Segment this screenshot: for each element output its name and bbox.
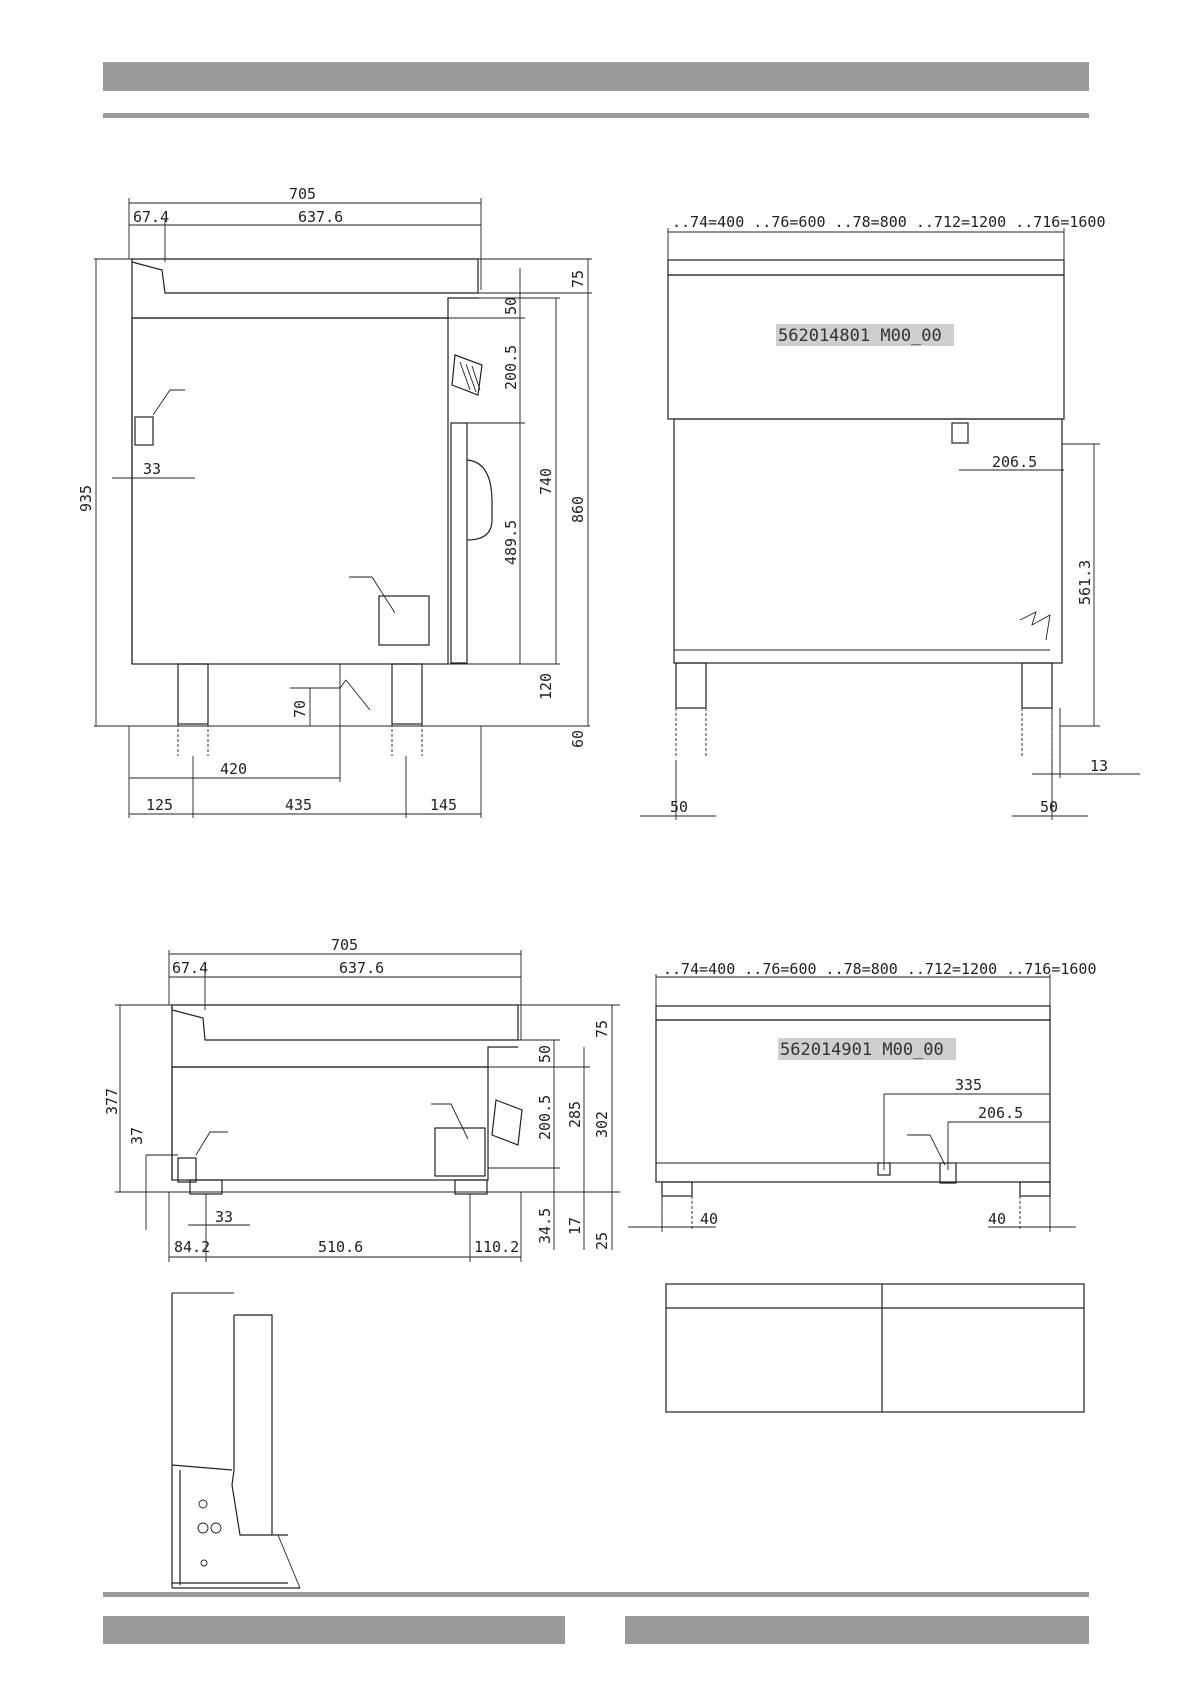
code-bottom-front: 562014901 M00_00 [780, 1040, 944, 1060]
dim-302: 302 [593, 1111, 611, 1138]
dim-125: 125 [146, 796, 173, 814]
footer-rule [103, 1592, 1089, 1597]
side-view-low: 705 67.4 637.6 377 37 33 75 50 200.5 285… [103, 936, 620, 1262]
dim-561-3: 561.3 [1076, 560, 1094, 605]
dim-40-left: 40 [700, 1210, 718, 1228]
dim-60: 60 [569, 730, 587, 748]
dim-200-5-b: 200.5 [536, 1095, 554, 1140]
dim-17: 17 [566, 1217, 584, 1235]
dim-637-6: 637.6 [298, 208, 343, 226]
dim-637-6-b: 637.6 [339, 959, 384, 977]
code-highlight-top [776, 324, 954, 346]
dim-67-4-b: 67.4 [172, 959, 208, 977]
dim-510-6: 510.6 [318, 1238, 363, 1256]
footer-bar-right [625, 1616, 1089, 1644]
dim-435: 435 [285, 796, 312, 814]
empty-table [665, 1283, 1085, 1413]
dim-75-b: 75 [593, 1020, 611, 1038]
code-highlight-bottom [778, 1038, 956, 1060]
dim-705-b: 705 [331, 936, 358, 954]
dim-50-b: 50 [536, 1045, 554, 1063]
dim-110-2: 110.2 [474, 1238, 519, 1256]
front-view-oven: ..74=400 ..76=600 ..78=800 ..712=1200 ..… [640, 213, 1140, 820]
dim-25: 25 [593, 1232, 611, 1250]
dim-75: 75 [569, 270, 587, 288]
dim-420: 420 [220, 760, 247, 778]
dim-50: 50 [502, 297, 520, 315]
code-top-front: 562014801 M00_00 [778, 326, 942, 346]
dim-13: 13 [1090, 757, 1108, 775]
dim-34-5: 34.5 [536, 1208, 554, 1244]
dim-84-2: 84.2 [174, 1238, 210, 1256]
dim-935: 935 [77, 485, 95, 512]
dim-377: 377 [103, 1088, 121, 1115]
dim-206-5-bottom: 206.5 [978, 1104, 1023, 1122]
dim-33: 33 [143, 460, 161, 478]
widths-label-bottom: ..74=400 ..76=600 ..78=800 ..712=1200 ..… [663, 960, 1096, 978]
dim-335: 335 [955, 1076, 982, 1094]
footer-bar-left [103, 1616, 565, 1644]
dim-120: 120 [537, 673, 555, 700]
dim-860: 860 [569, 496, 587, 523]
header-bar [103, 62, 1089, 91]
dim-145: 145 [430, 796, 457, 814]
dim-70: 70 [291, 700, 309, 718]
dim-50-right: 50 [1040, 798, 1058, 816]
dim-285: 285 [566, 1101, 584, 1128]
front-view-low: ..74=400 ..76=600 ..78=800 ..712=1200 ..… [628, 960, 1096, 1232]
side-view-oven: 705 67.4 637.6 935 33 75 50 200.5 740 86… [77, 185, 592, 818]
header-rule [103, 113, 1089, 118]
dim-740: 740 [537, 468, 555, 495]
dim-67-4: 67.4 [133, 208, 169, 226]
widths-label-top: ..74=400 ..76=600 ..78=800 ..712=1200 ..… [672, 213, 1105, 231]
side-section-detail [171, 1292, 301, 1589]
dim-200-5: 200.5 [502, 345, 520, 390]
dim-50-left: 50 [670, 798, 688, 816]
dim-40-right: 40 [988, 1210, 1006, 1228]
dim-37: 37 [128, 1127, 146, 1145]
dim-489-5: 489.5 [502, 520, 520, 565]
dim-705: 705 [289, 185, 316, 203]
dim-206-5-top: 206.5 [992, 453, 1037, 471]
dim-33-b: 33 [215, 1208, 233, 1226]
